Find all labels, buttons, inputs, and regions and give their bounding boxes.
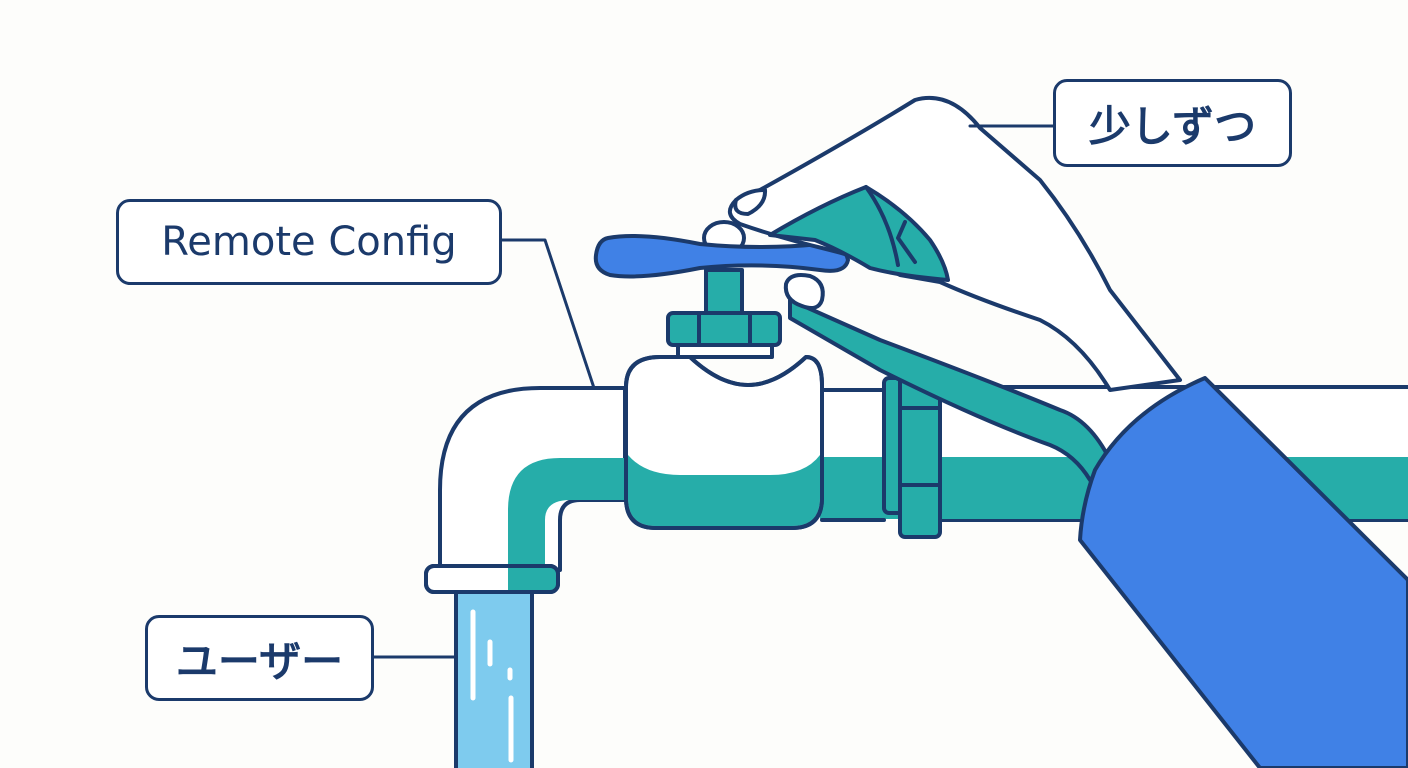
remote-config-label: Remote Config (116, 199, 502, 285)
finger (783, 273, 825, 310)
thumb (768, 185, 950, 282)
connector-remote-config (500, 238, 596, 390)
valve-stem (704, 268, 744, 315)
valve-nut (666, 311, 782, 347)
valve-handle[interactable] (593, 234, 850, 279)
users-label: ユーザー (145, 615, 374, 701)
users-label-text: ユーザー (175, 636, 344, 686)
gradual-label-text: 少しずつ (1088, 101, 1257, 151)
water-stream (454, 590, 534, 768)
remote-config-label-text: Remote Config (161, 219, 457, 265)
sleeve (1078, 376, 1408, 768)
gradual-label: 少しずつ (1053, 79, 1292, 167)
